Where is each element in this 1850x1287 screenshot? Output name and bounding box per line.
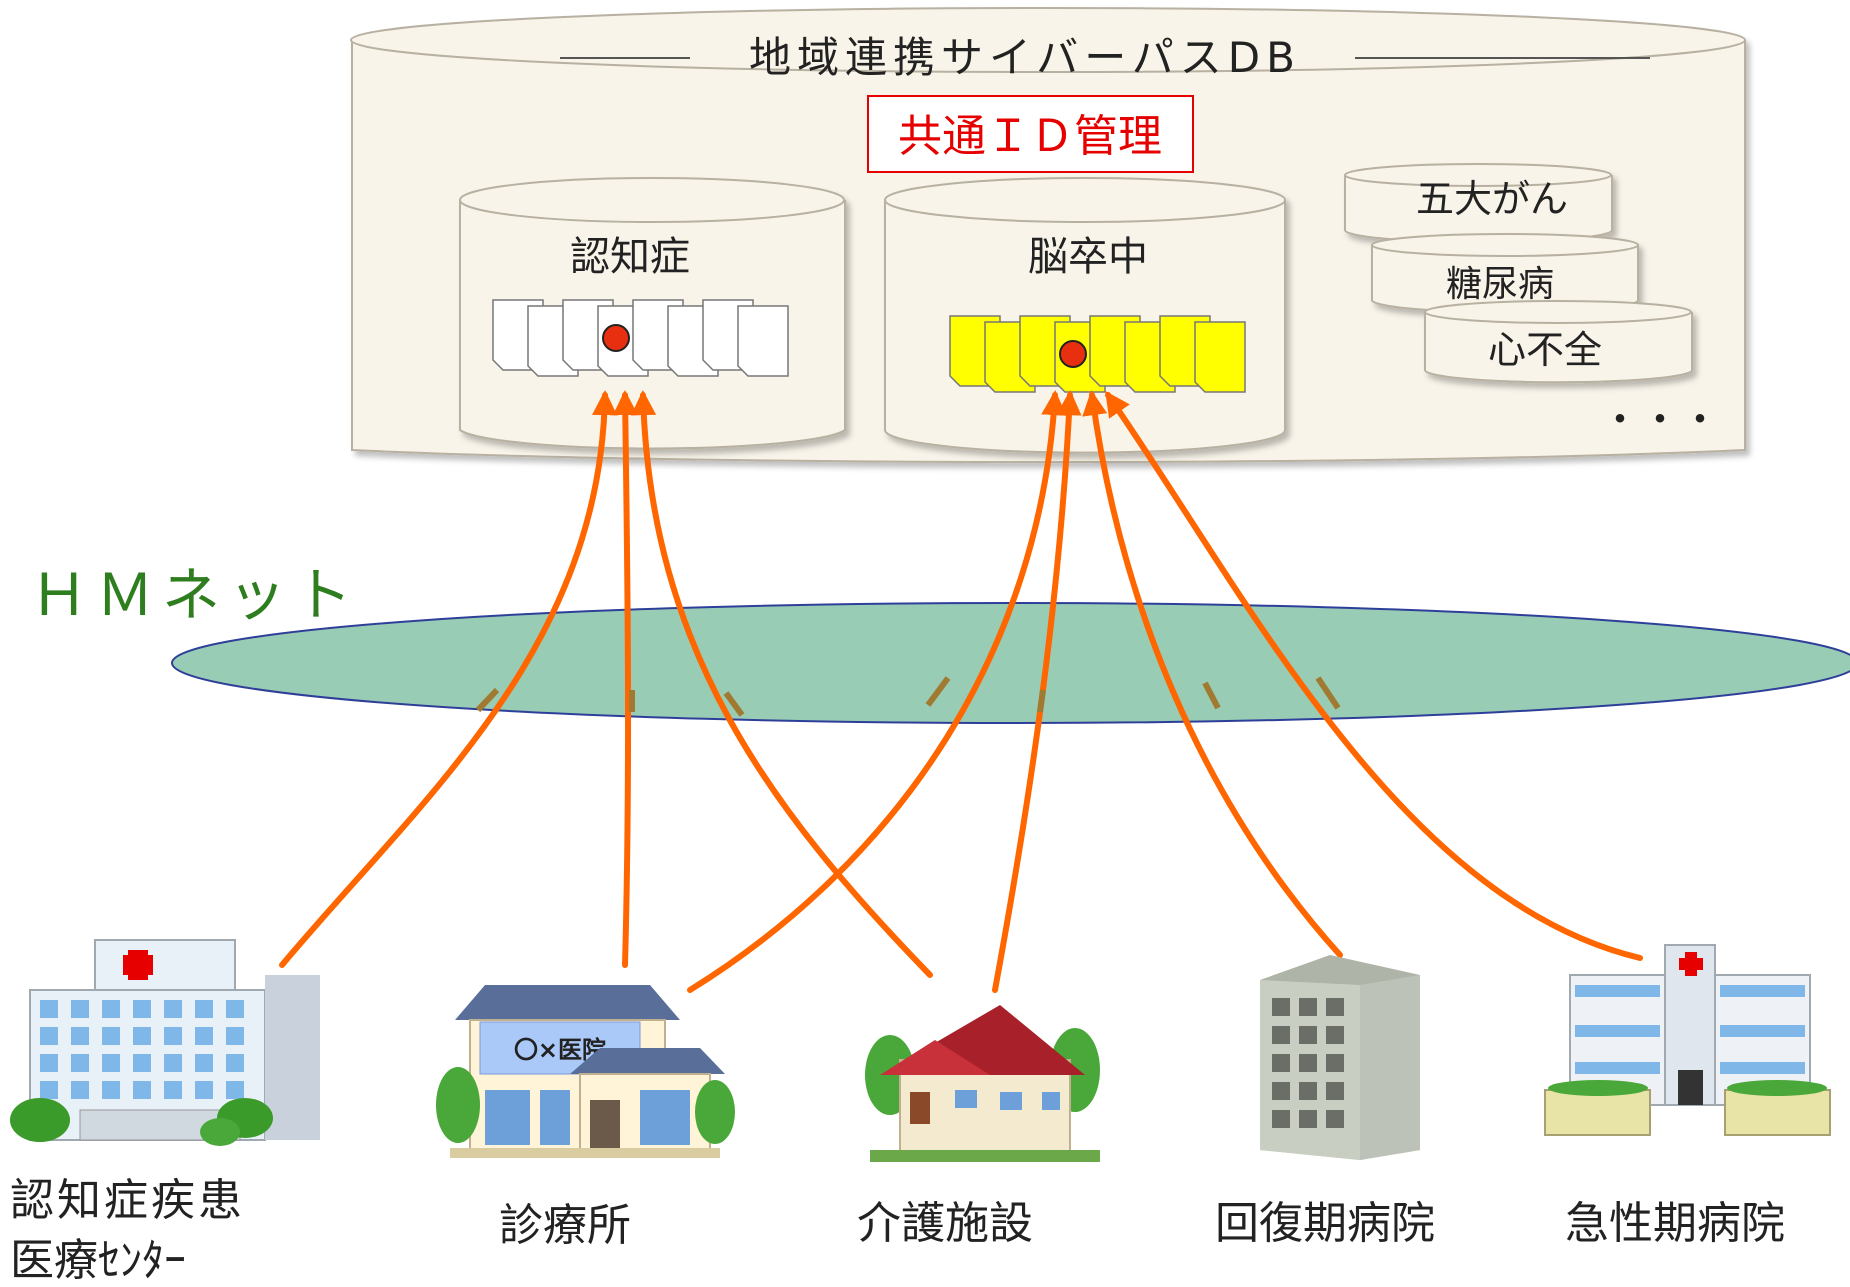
window <box>102 1081 120 1099</box>
window <box>102 1000 120 1018</box>
facility-label-clinic: 診療所 <box>499 1200 631 1251</box>
diabetes-cylinder <box>1371 233 1639 314</box>
window <box>102 1054 120 1072</box>
window <box>1299 998 1317 1016</box>
window <box>226 1054 244 1072</box>
stroke-document-stack <box>949 315 1246 393</box>
dementia-document-stack <box>492 299 789 377</box>
facility-label-dementia-center-line1: 認知症疾患 <box>10 1175 245 1226</box>
care-house-icon <box>865 1005 1100 1162</box>
common-id-label: 共通ＩＤ管理 <box>898 111 1162 162</box>
window <box>133 1054 151 1072</box>
window <box>1326 1082 1344 1100</box>
arrow-clinic-to-dementia <box>612 389 638 968</box>
window <box>133 1027 151 1045</box>
diabetes-label: 糖尿病 <box>1446 264 1554 305</box>
arrow-network-crossings <box>475 676 1341 717</box>
dementia-label: 認知症 <box>570 234 690 280</box>
window <box>1272 1054 1290 1072</box>
facility-label-acute: 急性期病院 <box>1565 1198 1785 1249</box>
window <box>71 1054 89 1072</box>
window <box>1272 1026 1290 1044</box>
window <box>164 1081 182 1099</box>
arrow-care-to-dementia <box>630 389 933 978</box>
window <box>40 1081 58 1099</box>
window <box>226 1081 244 1099</box>
facility-label-care: 介護施設 <box>857 1198 1033 1249</box>
record-marker <box>602 324 630 352</box>
stroke-label: 脳卒中 <box>1028 234 1148 280</box>
window <box>1272 1082 1290 1100</box>
common-id-box <box>867 95 1194 173</box>
window <box>1326 1054 1344 1072</box>
window <box>1272 998 1290 1016</box>
window <box>40 1027 58 1045</box>
heart-failure-cylinder <box>1424 300 1693 384</box>
database-title: 地域連携サイバーパスDB <box>749 33 1301 82</box>
window <box>1299 1054 1317 1072</box>
document-sheet <box>1194 321 1246 393</box>
window <box>71 1027 89 1045</box>
window <box>71 1081 89 1099</box>
window <box>40 1054 58 1072</box>
cancer-cylinder <box>1344 163 1613 244</box>
window <box>1272 1110 1290 1128</box>
window <box>71 1000 89 1018</box>
arrow-recovery-to-stroke <box>1082 390 1343 958</box>
window <box>195 1081 213 1099</box>
window <box>1299 1110 1317 1128</box>
window <box>164 1054 182 1072</box>
window <box>195 1054 213 1072</box>
document-sheet <box>737 305 789 377</box>
heart-failure-label: 心不全 <box>1488 328 1602 372</box>
window <box>1299 1082 1317 1100</box>
arrow-center-to-dementia <box>279 389 618 968</box>
record-marker <box>1059 340 1087 368</box>
window <box>195 1027 213 1045</box>
hm-network-label: ＨＭネット <box>30 561 360 629</box>
window <box>195 1000 213 1018</box>
window <box>102 1027 120 1045</box>
window <box>1326 1110 1344 1128</box>
window <box>164 1000 182 1018</box>
arrow-acute-to-stroke <box>1105 390 1643 961</box>
window <box>40 1000 58 1018</box>
clinic-house-icon: 〇×医院 <box>436 985 735 1158</box>
window <box>133 1081 151 1099</box>
office-building-icon <box>1260 955 1420 1160</box>
window <box>226 1027 244 1045</box>
large-hospital-icon <box>10 939 320 1146</box>
window <box>1299 1026 1317 1044</box>
stroke-cylinder <box>884 177 1286 454</box>
connection-arrows <box>279 389 1643 993</box>
window <box>164 1027 182 1045</box>
window <box>133 1000 151 1018</box>
hm-network-ellipse <box>171 602 1850 724</box>
window <box>226 1000 244 1018</box>
window <box>1326 998 1344 1016</box>
acute-hospital-icon <box>1544 944 1831 1136</box>
arrow-clinic-to-stroke <box>687 389 1067 993</box>
facility-label-dementia-center-line2: 医療ｾﾝﾀｰ <box>10 1235 186 1286</box>
more-ellipsis: ・・・ <box>1600 397 1720 443</box>
cancer-label: 五大がん <box>1416 177 1568 221</box>
facility-label-recovery: 回復期病院 <box>1215 1198 1435 1249</box>
window <box>1326 1026 1344 1044</box>
